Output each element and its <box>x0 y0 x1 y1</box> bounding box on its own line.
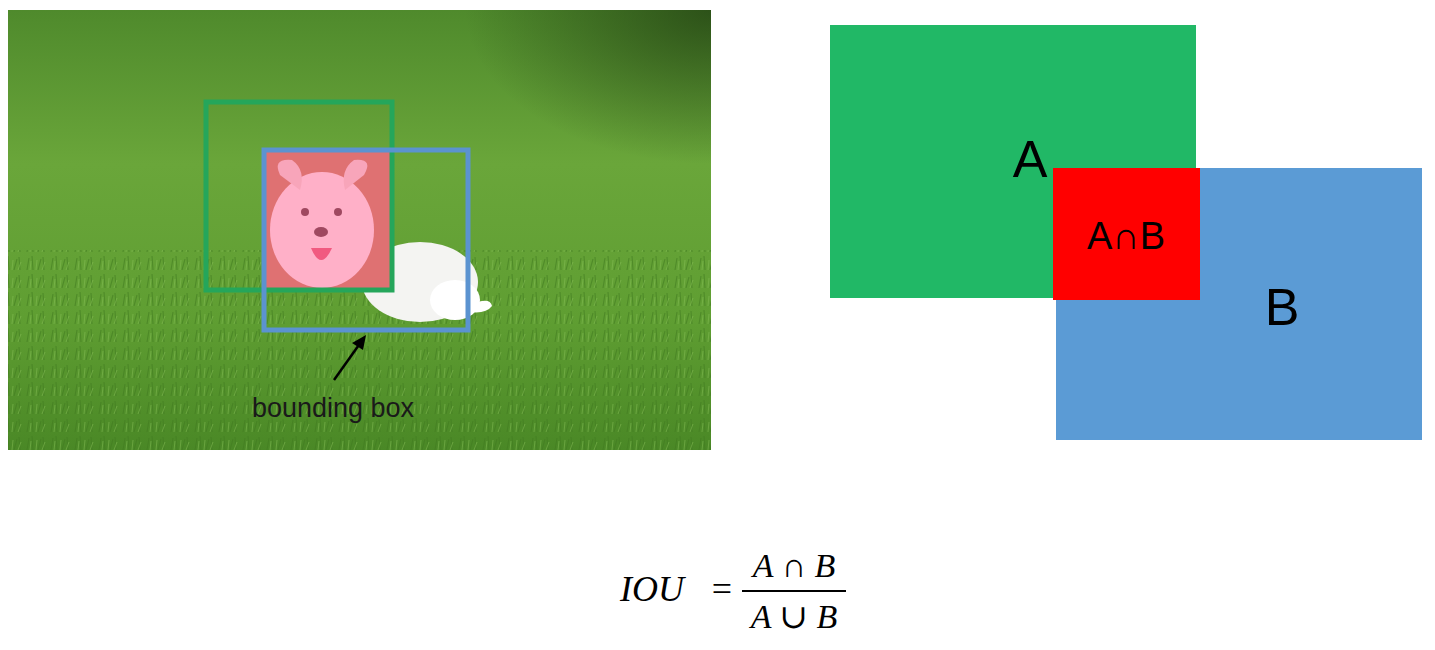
label-holder: bounding box <box>252 393 414 424</box>
photo <box>8 10 711 450</box>
shape-label: B <box>1265 278 1300 338</box>
formula-numerator: A ∩ B <box>753 546 835 585</box>
formula-denominator: A ∪ B <box>751 597 837 636</box>
formula-term: IOU <box>620 569 684 610</box>
label-holder: A ∩ B <box>753 546 835 585</box>
callout-label: bounding box <box>252 393 414 424</box>
intersection-box: A∩B <box>1053 168 1200 300</box>
leader-line <box>334 342 361 380</box>
predicted-box <box>206 102 392 290</box>
shape-label: A∩B <box>1087 215 1165 259</box>
label-holder: A ∪ B <box>751 597 837 636</box>
arrow-head <box>352 335 366 350</box>
overlap-background <box>265 150 390 288</box>
label-holder: = <box>712 569 732 610</box>
formula-equals: = <box>712 569 732 610</box>
dog-hip <box>430 280 480 320</box>
shape-label: A <box>1013 130 1048 190</box>
fraction-bar <box>742 590 846 592</box>
shade <box>8 10 711 450</box>
label-holder: IOU <box>620 569 684 610</box>
grass-ground <box>8 10 711 450</box>
ground-truth-box <box>264 150 468 330</box>
overlap-highlight <box>265 150 390 288</box>
dog-tail <box>470 301 492 313</box>
